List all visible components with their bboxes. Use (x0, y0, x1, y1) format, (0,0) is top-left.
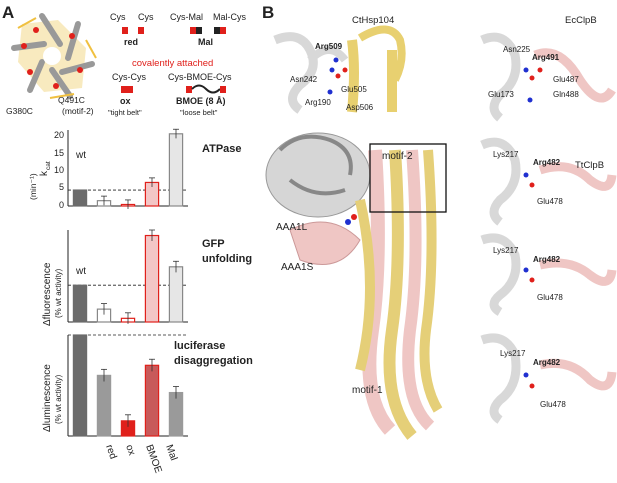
bar-wt (72, 189, 88, 207)
label-motif2: motif-2 (382, 151, 413, 162)
atpase-chart: (min⁻¹) k cat 20 15 10 5 0 wt ATPase (28, 128, 242, 210)
xlabel-red: red (103, 443, 118, 460)
luciferase-chart: Δluminescence (% wt activity) luciferase… (42, 334, 253, 437)
ttclpb-inset-2: Lys217 Arg482 Glu478 (480, 233, 617, 316)
atpase-tick-20: 20 (54, 130, 64, 140)
cthsp-title: CtHsp104 (352, 15, 394, 26)
label-aaa1s: AAA1S (281, 262, 314, 273)
bar-BMOE (144, 234, 160, 323)
luc-title: luciferase (174, 340, 225, 352)
gfp-wt-label: wt (75, 266, 86, 277)
ttclpb3-arg482: Arg482 (533, 358, 561, 367)
label-motif1: motif-1 (352, 385, 383, 396)
ttclpb1-lys217: Lys217 (493, 150, 519, 159)
atpase-tick-15: 15 (54, 148, 64, 158)
legend-bmoe: BMOE (8 Å) (176, 96, 226, 106)
bar-Mal (168, 133, 184, 207)
legend-loose: "loose belt" (180, 108, 218, 117)
atpase-wt-label: wt (75, 150, 86, 161)
ttclpb-inset-3: Lys217 Arg482 Glu478 (480, 333, 617, 424)
cthsp-asn242: Asn242 (290, 75, 318, 84)
ttclpb-inset-1: TtClpB Lys217 Arg482 Glu478 (480, 137, 617, 226)
mutation-q491c: Q491C (58, 95, 85, 105)
atpase-tick-10: 10 (54, 165, 64, 175)
xlabel-mal: Mal (163, 443, 179, 462)
legend-cys-cys: Cys-Cys (112, 72, 146, 82)
ecclpb-glu173: Glu173 (488, 90, 514, 99)
ttclpb1-glu478: Glu478 (537, 197, 563, 206)
ecclpb-inset: EcClpB Asn225 Arg491 Glu487 Glu173 Gln48… (480, 15, 616, 122)
gfp-title: GFP (202, 238, 225, 250)
ecclpb-title: EcClpB (565, 15, 597, 26)
bar-wt (72, 334, 88, 437)
x-category-labels: red ox BMOE Mal (103, 443, 179, 475)
legend-covalently: covalently attached (132, 58, 213, 69)
mutation-motif2: (motif-2) (62, 106, 94, 116)
atpase-ylabel-unit: (min⁻¹) (28, 173, 38, 200)
xlabel-bmoe: BMOE (143, 443, 164, 475)
bar-wt (72, 284, 88, 323)
gfp-ylabel2: (% wt activity) (54, 268, 63, 318)
cthsp-glu505: Glu505 (341, 85, 367, 94)
label-aaa1l: AAA1L (276, 222, 308, 233)
legend-bmoe-full: Cys-BMOE-Cys (168, 72, 232, 82)
ttclpb2-arg482: Arg482 (533, 255, 561, 264)
ttclpb2-lys217: Lys217 (493, 246, 519, 255)
luc-title2: disaggregation (174, 355, 253, 367)
bar-BMOE (144, 364, 160, 437)
ecclpb-arg491: Arg491 (532, 53, 560, 62)
atpase-tick-5: 5 (59, 182, 64, 192)
ecclpb-gln488: Gln488 (553, 90, 579, 99)
panel-b-label: B (262, 3, 274, 22)
bar-red (96, 374, 112, 437)
cthsp-arg509: Arg509 (315, 42, 343, 51)
xlabel-ox: ox (123, 443, 137, 457)
ttclpb3-glu478: Glu478 (540, 400, 566, 409)
cthsp-arg190: Arg190 (305, 98, 331, 107)
main-structure: motif-2 AAA1L AAA1S motif-1 (265, 132, 447, 440)
luc-ylabel: Δluminescence (42, 364, 53, 432)
mutation-g380c: G380C (6, 106, 33, 116)
atpase-ylabel-sub: cat (45, 161, 52, 170)
luc-ylabel2: (% wt activity) (54, 374, 63, 424)
atpase-tick-0: 0 (59, 200, 64, 210)
gfp-title2: unfolding (202, 253, 252, 265)
ttclpb1-arg482: Arg482 (533, 158, 561, 167)
crosslink-legend: Cys Cys red Cys-Mal Mal-Cys Mal covalent… (108, 12, 246, 117)
legend-red: red (124, 37, 138, 47)
bar-Mal (168, 266, 184, 323)
cthsp104-inset: CtHsp104 Arg509 Asn242 Glu505 Asp506 Arg… (273, 15, 406, 114)
ttclpb2-glu478: Glu478 (537, 293, 563, 302)
ecclpb-glu487: Glu487 (553, 75, 579, 84)
legend-ox: ox (120, 96, 131, 106)
legend-cys-right: Cys (138, 12, 154, 22)
legend-cys-mal: Cys-Mal (170, 12, 203, 22)
legend-mal: Mal (198, 37, 213, 47)
legend-tight: "tight belt" (108, 108, 142, 117)
ttclpb3-lys217: Lys217 (500, 349, 526, 358)
cthsp-asp506: Asp506 (346, 103, 374, 112)
legend-cys-left: Cys (110, 12, 126, 22)
ttclpb-title: TtClpB (575, 160, 604, 171)
gfp-chart: Δfluorescence (% wt activity) wt GFP unf… (42, 229, 252, 326)
gfp-ylabel: Δfluorescence (42, 262, 53, 326)
atpase-title: ATPase (202, 143, 242, 155)
ecclpb-asn225: Asn225 (503, 45, 531, 54)
panel-a-label: A (2, 3, 14, 22)
hexamer-schematic (11, 13, 97, 99)
legend-mal-cys: Mal-Cys (213, 12, 246, 22)
bar-Mal (168, 391, 184, 437)
atpase-ylabel: k (39, 170, 50, 176)
